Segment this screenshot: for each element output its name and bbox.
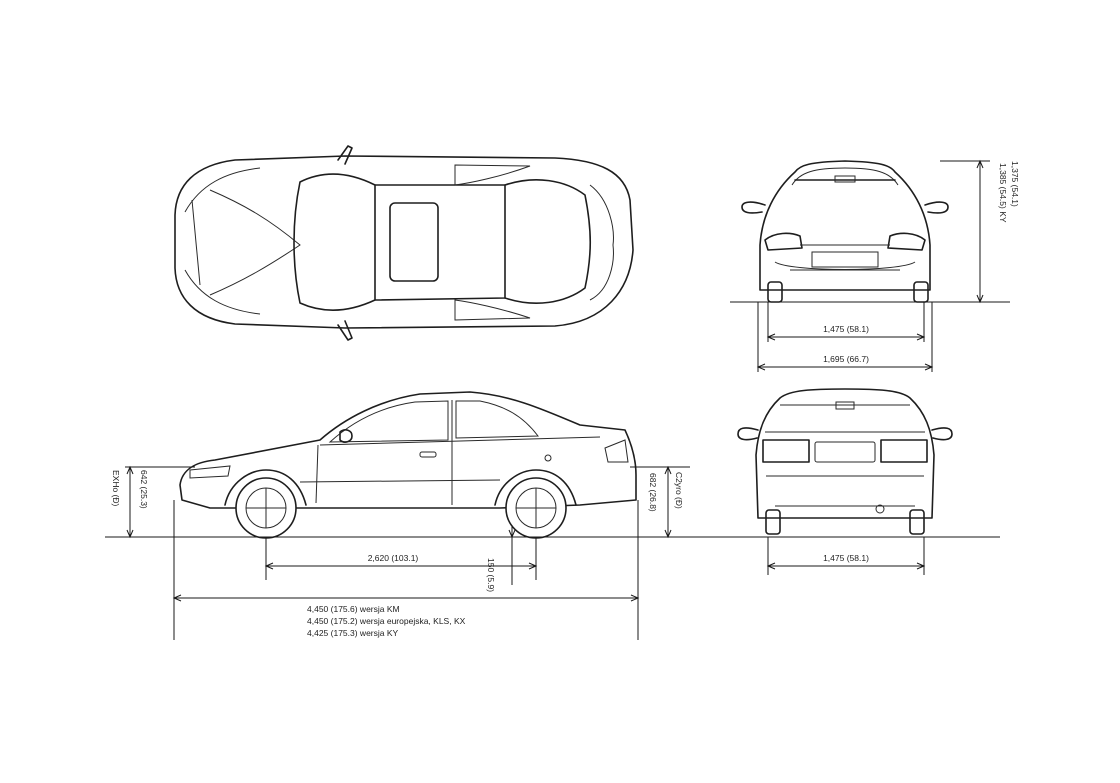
rear-view [737, 388, 953, 535]
length-label-1: 4,450 (175.6) wersja KM [307, 604, 400, 614]
overall-height-label-1: 1,375 (54.1) [1010, 161, 1020, 207]
dimension-lines [125, 159, 990, 640]
front-overhang-note: EXHo (Đ) [111, 470, 121, 507]
length-label-2: 4,450 (175.2) wersja europejska, KLS, KX [307, 616, 466, 626]
top-view [174, 145, 634, 341]
front-view [741, 160, 949, 303]
length-label-3: 4,425 (175.3) wersja KY [307, 628, 399, 638]
ground-clearance-label: 150 (5.9) [486, 558, 496, 592]
overall-width-label: 1,695 (66.7) [823, 354, 869, 364]
rear-track-label: 1,475 (58.1) [823, 553, 869, 563]
rear-overhang-note: C2yro (Đ) [674, 472, 684, 509]
wheelbase-label: 2,620 (103.1) [368, 553, 419, 563]
front-overhang-label: 642 (25.3) [139, 470, 149, 509]
rear-overhang-label: 682 (26.8) [648, 473, 658, 512]
overall-height-label-2: 1,385 (54.5) KY [998, 163, 1008, 223]
front-track-label: 1,475 (58.1) [823, 324, 869, 334]
side-view [179, 391, 637, 539]
